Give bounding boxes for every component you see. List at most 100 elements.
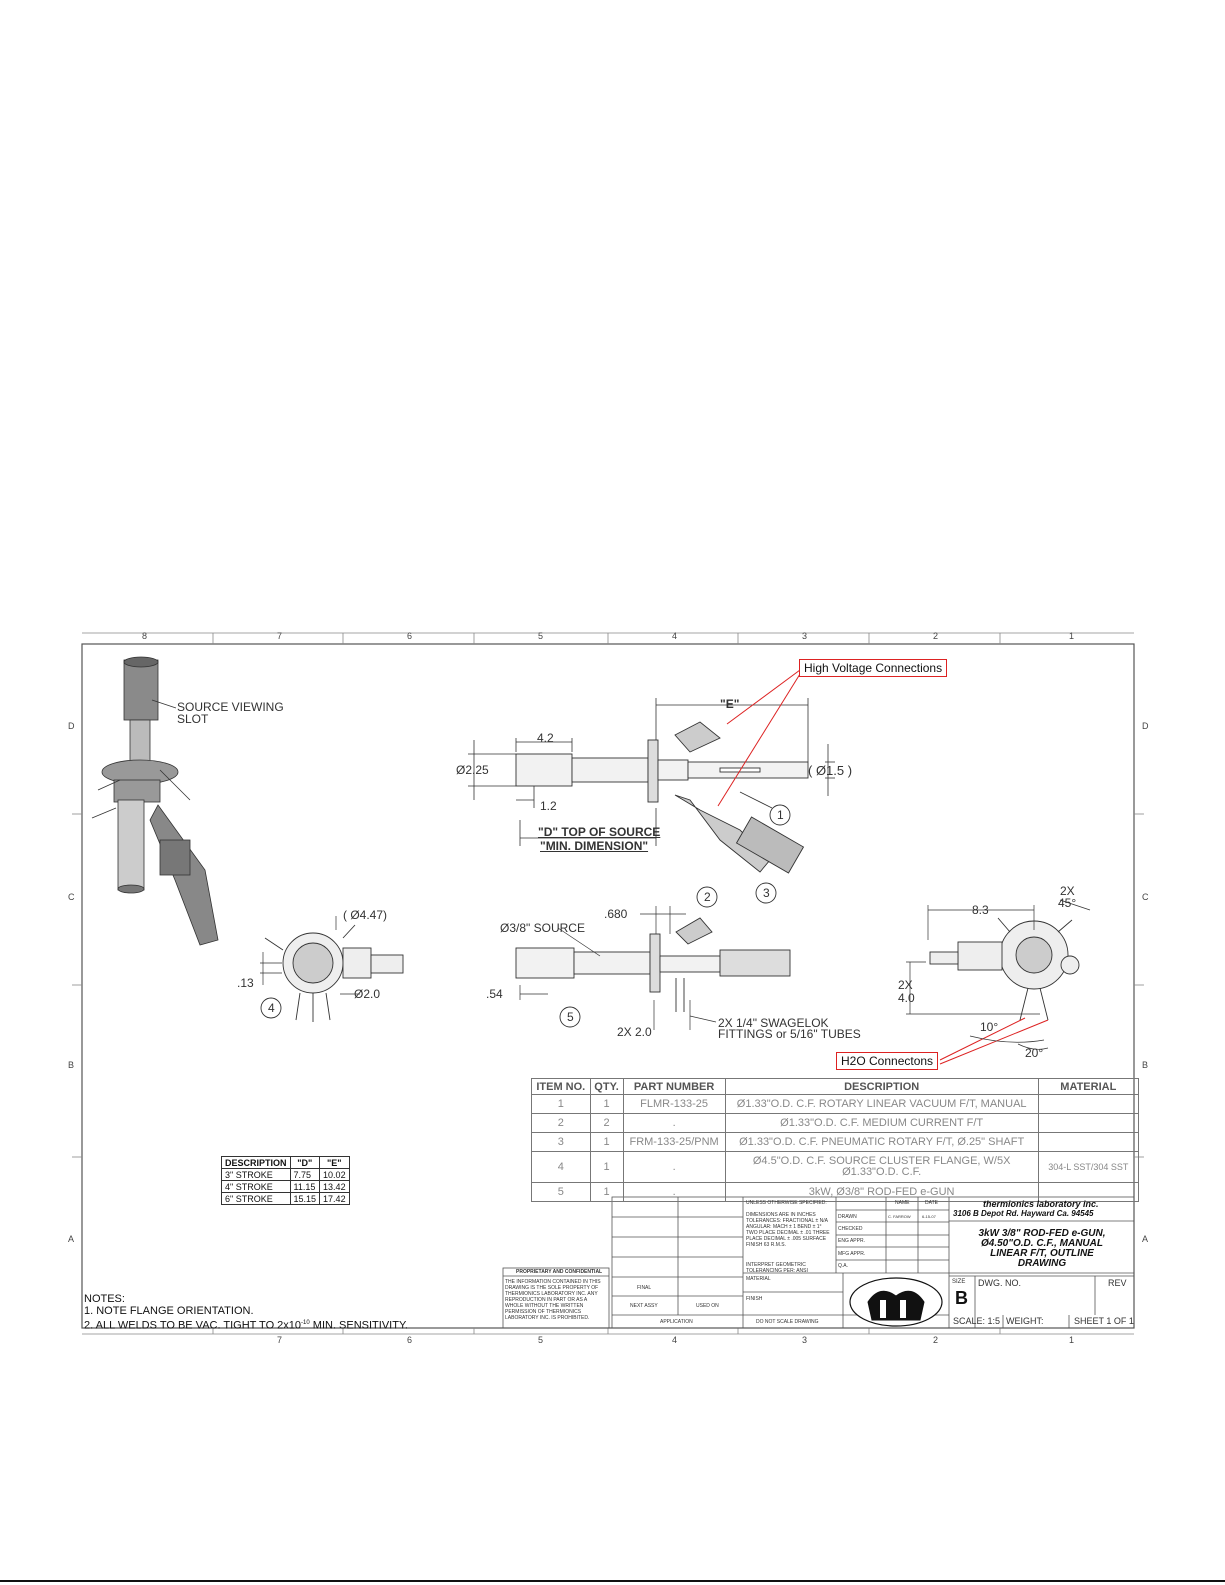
- note-1: 1. NOTE FLANGE ORIENTATION.: [84, 1305, 254, 1317]
- tb-drawn-name: C. FARROW: [888, 1214, 911, 1219]
- bom-cell: 1: [589, 1182, 624, 1202]
- proprietary-text: THE INFORMATION CONTAINED IN THIS DRAWIN…: [505, 1279, 601, 1321]
- stroke-cell: 10.02: [319, 1168, 350, 1181]
- tb-date: DATE: [925, 1200, 938, 1206]
- stroke-cell: 15.15: [289, 1192, 321, 1205]
- dim-e: "E": [720, 697, 740, 711]
- tb-mfg-appr: MFG APPR.: [838, 1251, 866, 1257]
- stroke-cell: 3" STROKE: [221, 1168, 291, 1181]
- tb-title-line-4: DRAWING: [1017, 1258, 1067, 1269]
- balloon-5-label: 5: [567, 1010, 574, 1024]
- note-2-text: 2. ALL WELDS TO BE VAC. TIGHT TO 2x10: [84, 1319, 302, 1332]
- angle-20: 20°: [1025, 1046, 1044, 1060]
- bom-cell: Ø1.33"O.D. C.F. PNEUMATIC ROTARY F/T, Ø.…: [724, 1132, 1039, 1152]
- dim-1-2: 1.2: [540, 799, 557, 813]
- table-row: 2 2 . Ø1.33"O.D. C.F. MEDIUM CURRENT F/T: [531, 1113, 1140, 1133]
- tb-drawn: DRAWN: [838, 1214, 857, 1220]
- zone-b: B: [68, 1060, 75, 1070]
- stroke-cell: 17.42: [319, 1192, 350, 1205]
- page-bottom-rule: [0, 1580, 1225, 1582]
- bom-cell: 1: [531, 1094, 591, 1114]
- notes-title: NOTES:: [84, 1293, 125, 1305]
- bom-cell: .: [622, 1182, 726, 1202]
- zone-d: D: [68, 721, 75, 731]
- bom-cell: 1: [589, 1094, 624, 1114]
- zone-2-bottom: 2: [933, 1335, 939, 1345]
- company-logo: [849, 1277, 943, 1327]
- tb-size-label: SIZE: [952, 1279, 966, 1285]
- zone-c-right: C: [1142, 892, 1149, 902]
- bom-cell: .: [622, 1113, 726, 1133]
- bom-cell: 2: [589, 1113, 624, 1133]
- dim-54: .54: [486, 987, 503, 1001]
- stroke-cell: 6" STROKE: [221, 1192, 291, 1205]
- dim-680: .680: [604, 907, 628, 921]
- balloon-1: [769, 804, 791, 826]
- balloon-2-label: 2: [704, 890, 711, 904]
- balloon-1-label: 1: [777, 808, 784, 822]
- angle-45: 45°: [1058, 896, 1077, 910]
- bom-cell: 1: [589, 1151, 624, 1183]
- d-top-of-source: "D" TOP OF SOURCE: [538, 825, 661, 839]
- zone-6-bottom: 6: [407, 1335, 413, 1345]
- zone-1-bottom: 1: [1069, 1335, 1075, 1345]
- tb-scale: SCALE: 1:5: [953, 1316, 1001, 1326]
- note-2-end: MIN. SENSITIVITY.: [309, 1319, 408, 1332]
- stroke-header-e: "E": [319, 1156, 350, 1169]
- bom-cell: 5: [531, 1182, 591, 1202]
- tb-eng-appr: ENG APPR.: [838, 1238, 865, 1244]
- dim-13: .13: [237, 976, 254, 990]
- min-dimension: "MIN. DIMENSION": [540, 839, 649, 853]
- tb-do-not-scale: DO NOT SCALE DRAWING: [756, 1319, 819, 1325]
- balloon-4: [260, 997, 282, 1019]
- zone-3: 3: [802, 631, 808, 641]
- table-row: 5 1 . 3kW, Ø3/8" ROD-FED e-GUN: [531, 1182, 1140, 1202]
- bom-cell: 3: [531, 1132, 591, 1152]
- bom-header-material: MATERIAL: [1037, 1078, 1140, 1095]
- angle-10: 10°: [980, 1020, 999, 1034]
- bom-cell: [1037, 1094, 1140, 1114]
- stroke-table: DESCRIPTION "D" "E" 3" STROKE 7.75 10.02…: [221, 1156, 350, 1205]
- zone-2: 2: [933, 631, 939, 641]
- zone-3-bottom: 3: [802, 1335, 808, 1345]
- stroke-header-d: "D": [289, 1156, 321, 1169]
- zone-5-bottom: 5: [538, 1335, 544, 1345]
- tb-title-line-2: Ø4.50"O.D. C.F., MANUAL: [981, 1238, 1103, 1249]
- zone-8: 8: [142, 631, 148, 641]
- swagelok-label: 2X 1/4" SWAGELOK: [718, 1016, 829, 1030]
- bom-cell: [1037, 1132, 1140, 1152]
- tb-company: thermionics laboratory inc.: [983, 1199, 1099, 1209]
- bom-header-part: PART NUMBER: [622, 1078, 726, 1095]
- zone-5: 5: [538, 631, 544, 641]
- proprietary-title: PROPRIETARY AND CONFIDENTIAL: [516, 1269, 603, 1275]
- tb-material: MATERIAL: [746, 1276, 771, 1282]
- cluster-flange-view: [929, 917, 1080, 1021]
- tb-used-on: USED ON: [696, 1303, 719, 1309]
- tb-drawing-title: 3kW 3/8" ROD-FED e-GUN, Ø4.50"O.D. C.F.,…: [952, 1229, 1132, 1269]
- high-voltage-callout: High Voltage Connections: [799, 659, 948, 677]
- bom-cell: Ø4.5"O.D. C.F. SOURCE CLUSTER FLANGE, W/…: [724, 1151, 1039, 1183]
- source-3-8-label: Ø3/8" SOURCE: [500, 921, 585, 935]
- note-2: 2. ALL WELDS TO BE VAC. TIGHT TO 2x10-10…: [84, 1317, 408, 1332]
- zone-c: C: [68, 892, 75, 902]
- tb-finish: FINISH: [746, 1296, 763, 1302]
- balloon-4-label: 4: [268, 1001, 275, 1015]
- flange-end-view: [264, 924, 404, 1022]
- balloon-2: [696, 886, 718, 908]
- bom-cell: 4: [531, 1151, 591, 1183]
- dim-4-0: 4.0: [898, 991, 915, 1005]
- dia-2-0: Ø2.0: [354, 987, 381, 1001]
- h2o-callout: H2O Connectons: [836, 1052, 939, 1070]
- dia-4-47: ( Ø4.47): [343, 908, 388, 922]
- notes: NOTES: 1. NOTE FLANGE ORIENTATION. 2. AL…: [84, 1293, 408, 1332]
- bom-cell: Ø1.33"O.D. C.F. MEDIUM CURRENT F/T: [724, 1113, 1039, 1133]
- tb-next-assy: NEXT ASSY: [630, 1303, 658, 1309]
- zone-4: 4: [672, 631, 678, 641]
- angle-2x: 2X: [1060, 884, 1075, 898]
- bom-cell: 1: [589, 1132, 624, 1152]
- isometric-view: [91, 656, 219, 946]
- note-2-exponent: -10: [301, 1320, 310, 1326]
- tb-size: B: [955, 1288, 968, 1308]
- tb-final: FINAL: [637, 1285, 652, 1291]
